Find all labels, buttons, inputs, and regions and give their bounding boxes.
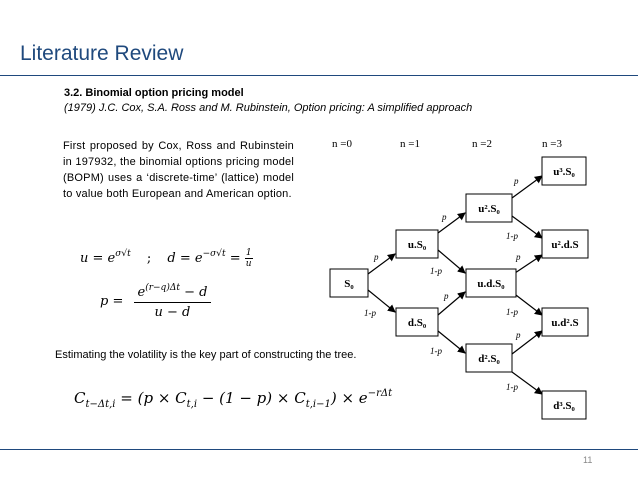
c-mid: − (1 − p) × C <box>197 389 306 407</box>
node-u3s-box <box>541 156 587 186</box>
label-p-3: p <box>443 291 449 301</box>
label-1p-6: 1-p <box>506 382 518 392</box>
edge-d2s-ud2s <box>511 330 543 355</box>
label-p-4: p <box>513 176 519 186</box>
label-1p-2: 1-p <box>430 266 442 276</box>
backward-induction-equation: Ct−Δt,i = (p × Ct,i − (1 − p) × Ct,i−1) … <box>74 388 392 410</box>
node-uds-box <box>465 268 517 298</box>
node-u2ds: u².d.S <box>551 239 578 251</box>
d-frac-denominator: u <box>245 259 252 269</box>
edge-s0-us <box>367 253 396 275</box>
node-u2s: u².S₀ <box>478 203 500 215</box>
c-sub2: t,i−1 <box>305 399 331 410</box>
node-uds: u.d.S₀ <box>477 278 505 290</box>
label-p-6: p <box>515 330 521 340</box>
c-sub1: t,i <box>186 399 198 410</box>
node-u2s-box <box>465 193 513 223</box>
header-n3: n =3 <box>542 138 562 150</box>
c-lhs-sub: t−Δt,i <box>85 399 116 410</box>
volatility-note: Estimating the volatility is the key par… <box>55 349 357 361</box>
node-d3s-box <box>541 390 587 420</box>
p-equation: p = e(r−q)Δt − d u − d <box>100 283 212 320</box>
p-numerator: e(r−q)Δt − d <box>133 283 212 303</box>
p-num-exponent: (r−q)Δt <box>145 283 180 293</box>
edge-d2s-d3s <box>511 371 543 395</box>
ud-equation: u = eσ√t ; d = e−σ√t = 1 u <box>80 248 253 269</box>
edge-uds-ud2s <box>511 291 543 316</box>
node-ud2s-box <box>541 307 589 337</box>
edge-us-u2s <box>437 212 466 234</box>
header-n2: n =2 <box>472 138 492 150</box>
edge-uds-u2ds <box>511 254 543 276</box>
p-denominator: u − d <box>154 305 191 320</box>
edge-s0-ds <box>367 289 396 313</box>
edge-us-uds <box>437 249 466 274</box>
footer-divider <box>0 449 638 450</box>
d-lhs: d = e <box>167 251 203 266</box>
edge-u2s-u3s <box>511 175 543 199</box>
d-frac-numerator: 1 <box>244 248 253 259</box>
node-d3s: d³.S₀ <box>553 400 575 412</box>
node-s0: S₀ <box>344 278 354 290</box>
label-1p-5: 1-p <box>506 307 518 317</box>
label-p-1: p <box>373 252 379 262</box>
node-ds: d.S₀ <box>408 317 427 329</box>
c-open: (p × C <box>137 389 187 407</box>
title-divider <box>0 75 638 76</box>
node-s0-box <box>329 268 369 298</box>
c-exponent: −rΔt <box>367 388 393 399</box>
header-n0: n =0 <box>332 138 352 150</box>
label-1p-3: 1-p <box>430 346 442 356</box>
edge-u2s-u2ds <box>511 215 543 239</box>
node-d2s-box <box>465 343 513 373</box>
node-ud2s: u.d².S <box>551 317 578 329</box>
binomial-tree-diagram: n =0 n =1 n =2 n =3 p 1-p p 1-p p 1-p p … <box>329 138 589 420</box>
slide-title: Literature Review <box>20 42 184 65</box>
section-reference: (1979) J.C. Cox, S.A. Ross and M. Rubins… <box>64 102 473 114</box>
node-u3s: u³.S₀ <box>553 166 575 178</box>
node-u2ds-box <box>541 229 589 259</box>
label-p-5: p <box>515 252 521 262</box>
p-fraction: e(r−q)Δt − d u − d <box>133 283 212 320</box>
u-exponent: σ√t <box>115 249 131 259</box>
p-num-tail: − d <box>179 285 208 300</box>
header-n1: n =1 <box>400 138 420 150</box>
section-heading: 3.2. Binomial option pricing model <box>64 87 244 99</box>
node-ds-box <box>395 307 439 337</box>
page-number: 11 <box>583 455 593 465</box>
node-us: u.S₀ <box>408 239 427 251</box>
node-us-box <box>395 229 439 259</box>
label-1p-4: 1-p <box>506 231 518 241</box>
intro-paragraph: First proposed by Cox, Ross and Rubinste… <box>63 140 294 200</box>
u-lhs: u = e <box>80 251 116 266</box>
p-lhs: p = <box>100 294 124 309</box>
d-fraction: 1 u <box>244 248 253 269</box>
label-1p-1: 1-p <box>364 308 376 318</box>
d-exponent: −σ√t <box>202 249 226 259</box>
c-close: ) × e <box>330 389 368 407</box>
edge-ds-uds <box>437 291 466 316</box>
p-num-base: e <box>137 285 146 300</box>
separator: ; <box>146 251 152 266</box>
c-lhs: C <box>74 389 86 407</box>
c-equals: = <box>115 389 138 407</box>
d-equals: = <box>225 251 245 266</box>
label-p-2: p <box>441 212 447 222</box>
node-d2s: d².S₀ <box>478 353 500 365</box>
edge-ds-d2s <box>437 330 466 354</box>
